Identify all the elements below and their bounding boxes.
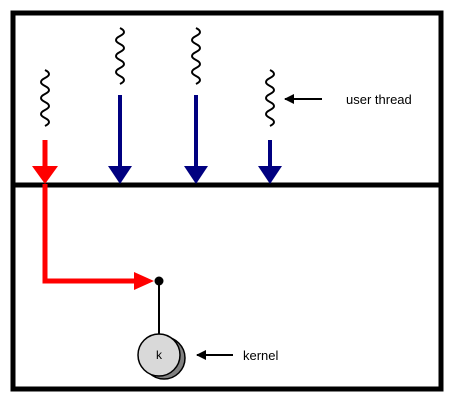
user-thread-1-wave [40,69,50,127]
user-thread-3-wave [191,27,201,85]
user-thread-label: user thread [346,92,412,107]
thread-3-arrow [184,95,208,184]
user-thread-2-wave [115,27,125,85]
kernel-label: kernel [243,348,279,363]
thread-2-arrow [108,95,132,184]
kernel-thread-label: k [156,348,163,362]
thread-4-arrow [258,140,282,184]
outer-frame [10,10,444,392]
active-thread-flow [32,140,154,290]
user-thread-4-wave [265,69,275,127]
kernel-thread-node: k [137,333,186,380]
